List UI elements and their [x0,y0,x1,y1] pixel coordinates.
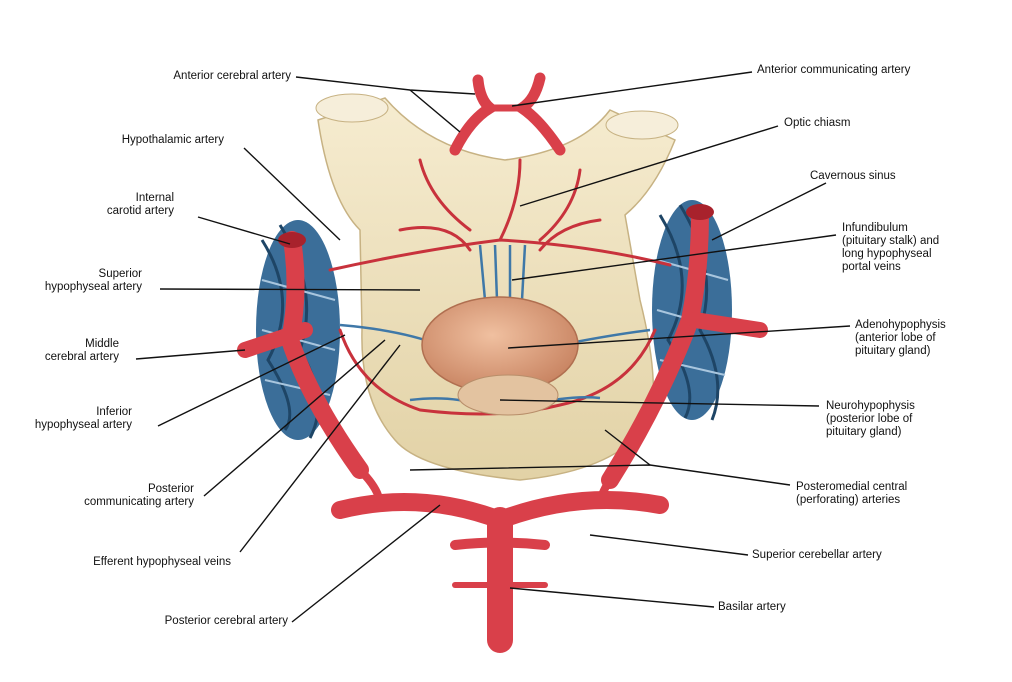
label-optic-chiasm: Optic chiasm [784,117,851,129]
label-posterior-cerebral-artery: Posterior cerebral artery [164,615,288,627]
label-cavernous-sinus: Cavernous sinus [810,170,896,182]
label-posteromedial-central-arteries: Posteromedial central (perforating) arte… [796,481,908,506]
label-hypothalamic-artery: Hypothalamic artery [121,134,224,146]
leader-lines [135,71,851,623]
label-posterior-communicating-artery: Posterior communicating artery [84,483,194,508]
label-anterior-communicating-artery: Anterior communicating artery [757,64,911,76]
label-adenohypophysis: Adenohypophysis (anterior lobe of pituit… [855,319,946,357]
label-basilar-artery: Basilar artery [718,601,786,613]
internal-carotid-arteries [237,206,768,489]
label-infundibulum: Infundibulum (pituitary stalk) and long … [842,222,940,273]
label-middle-cerebral-artery: Middle cerebral artery [44,338,119,363]
label-internal-carotid-artery: Internal carotid artery [106,192,174,217]
label-superior-hypophyseal-artery: Superior hypophyseal artery [44,268,142,293]
label-neurohypophysis: Neurohypophysis (posterior lobe of pitui… [826,400,915,438]
posterior-circulation [331,466,669,653]
anterior-cerebral-arteries [449,72,566,156]
label-efferent-hypophyseal-veins: Efferent hypophyseal veins [93,556,231,568]
label-superior-cerebellar-artery: Superior cerebellar artery [752,549,882,561]
pituitary-gland [421,296,579,416]
label-inferior-hypophyseal-artery: Inferior hypophyseal artery [34,406,132,431]
label-anterior-cerebral-artery: Anterior cerebral artery [173,70,291,82]
